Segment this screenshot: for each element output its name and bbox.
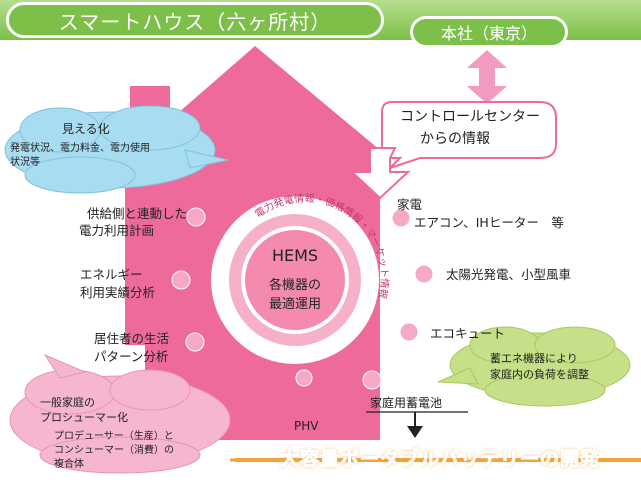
prosumer-line2: プロシューマー化 (40, 411, 128, 424)
label-appliance-1: 家電 (397, 197, 423, 212)
double-arrow-icon (467, 50, 507, 104)
hems-core (245, 230, 345, 330)
label-life-1: 居住者の生活 (94, 331, 170, 346)
mieruka-line2: 状況等 (10, 157, 40, 168)
prosumer-cloud (9, 353, 231, 474)
hems-line1: 各機器の (268, 278, 321, 293)
mieruka-title: 見える化 (62, 122, 110, 136)
label-appliance-2: エアコン、IHヒーター 等 (414, 215, 564, 230)
label-solar: 太陽光発電、小型風車 (446, 267, 572, 282)
control-callout-line2: からの情報 (420, 131, 490, 147)
storage-cloud (437, 326, 631, 407)
battery-down-arrow-icon (407, 426, 423, 438)
dot-plan (186, 207, 206, 227)
prosumer-line4: コンシューマー（消費）の (54, 445, 174, 456)
dot-ecocute (399, 322, 419, 342)
hems-line2: 最適運用 (268, 297, 321, 312)
control-arrow-icon (349, 147, 411, 200)
banner-text: 大容量ポータブルバッテリーの開発 (279, 448, 600, 471)
header-title: スマートハウス（六ヶ所村） (58, 9, 332, 34)
hq-label: 本社（東京） (440, 24, 537, 43)
dot-energy (171, 270, 191, 290)
prosumer-line1: 一般家庭の (40, 396, 95, 409)
prosumer-line3: プロデューサー（生産）と (54, 431, 174, 442)
mieruka-cloud (4, 105, 229, 194)
dot-appliance (391, 208, 411, 228)
label-energy-2: 利用実績分析 (80, 285, 156, 300)
label-life-2: パターン分析 (94, 349, 169, 364)
storage-line2: 家庭内の負荷を調整 (490, 368, 589, 381)
label-ecocute: エコキュート (430, 326, 506, 341)
banner-line-bottom (235, 458, 641, 462)
hems-title: HEMS (271, 246, 319, 265)
label-energy-1: エネルギー (80, 267, 143, 282)
dot-phv (295, 369, 313, 387)
dot-solar (414, 264, 434, 284)
header-title-pill: スマートハウス（六ヶ所村） (6, 2, 384, 38)
hq-pill: 本社（東京） (410, 16, 568, 48)
label-phv: PHV (294, 419, 319, 433)
mieruka-line1: 発電状況、電力料金、電力使用 (10, 143, 150, 154)
label-battery: 家庭用蓄電池 (370, 396, 443, 410)
label-plan-1: 供給側と連動した (86, 206, 187, 221)
prosumer-line5: 複合体 (54, 459, 84, 470)
dot-battery (362, 370, 382, 390)
dot-life (185, 332, 205, 352)
control-callout-line1: コントロールセンター (400, 109, 540, 125)
label-plan-2: 電力利用計画 (78, 223, 154, 238)
storage-line1: 蓄エネ機器により (490, 352, 578, 365)
